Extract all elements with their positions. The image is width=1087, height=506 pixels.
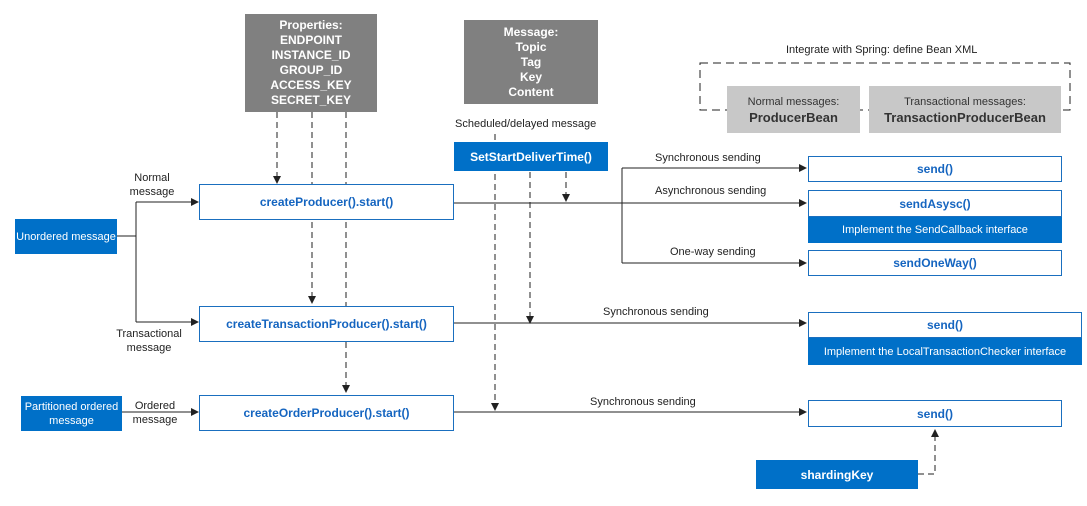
normal-message-label: Normal message [129, 172, 175, 198]
local-transaction-checker-note: Implement the LocalTransactionChecker in… [808, 338, 1082, 365]
send-async-method: sendAsysc() [808, 190, 1062, 217]
sync-sending-label: Synchronous sending [655, 152, 761, 164]
create-transaction-producer-box: createTransactionProducer().start() [199, 306, 454, 342]
ordered-message-label: Ordered message [132, 400, 178, 426]
property-item: ENDPOINT [279, 33, 342, 47]
send-callback-note: Implement the SendCallback interface [808, 217, 1062, 243]
normal-producer-bean: Normal messages: ProducerBean [727, 86, 860, 133]
scheduled-label: Scheduled/delayed message [455, 118, 597, 130]
send-oneway-method: sendOneWay() [808, 250, 1062, 276]
message-item: Topic [515, 39, 547, 54]
transaction-sync-label: Synchronous sending [603, 306, 709, 318]
spring-title: Integrate with Spring: define Bean XML [786, 44, 978, 56]
normal-bean-name: ProducerBean [749, 109, 838, 125]
message-item: Content [508, 84, 554, 99]
order-sync-label: Synchronous sending [590, 396, 696, 408]
message-item: Key [519, 69, 542, 84]
property-item: ACCESS_KEY [270, 78, 352, 92]
unordered-message-box: Unordered message [15, 219, 117, 254]
property-item: GROUP_ID [279, 63, 343, 77]
create-producer-box: createProducer().start() [199, 184, 454, 220]
send-method-3: send() [808, 400, 1062, 427]
tx-bean-label: Transactional messages: [904, 95, 1026, 108]
sharding-key-box: shardingKey [756, 460, 918, 489]
message-title: Message: [503, 24, 559, 39]
transactional-message-label: Transactional message [116, 328, 182, 354]
property-item: INSTANCE_ID [271, 48, 351, 62]
properties-title: Properties: [279, 18, 343, 32]
oneway-sending-label: One-way sending [670, 246, 756, 258]
normal-bean-label: Normal messages: [747, 95, 840, 108]
create-order-producer-box: createOrderProducer().start() [199, 395, 454, 431]
partitioned-ordered-message-box: Partitioned ordered message [21, 396, 122, 431]
message-box: Message: Topic Tag Key Content [464, 20, 598, 104]
tx-bean-name: TransactionProducerBean [884, 109, 1046, 125]
send-method-2: send() [808, 312, 1082, 338]
message-item: Tag [520, 54, 542, 69]
property-item: SECRET_KEY [270, 93, 352, 107]
send-method-1: send() [808, 156, 1062, 182]
transaction-producer-bean: Transactional messages: TransactionProdu… [869, 86, 1061, 133]
properties-box: Properties: ENDPOINT INSTANCE_ID GROUP_I… [245, 14, 377, 112]
set-start-deliver-time: SetStartDeliverTime() [454, 142, 608, 171]
sharding-key-arrow [918, 429, 939, 475]
async-sending-label: Asynchronous sending [655, 185, 767, 197]
